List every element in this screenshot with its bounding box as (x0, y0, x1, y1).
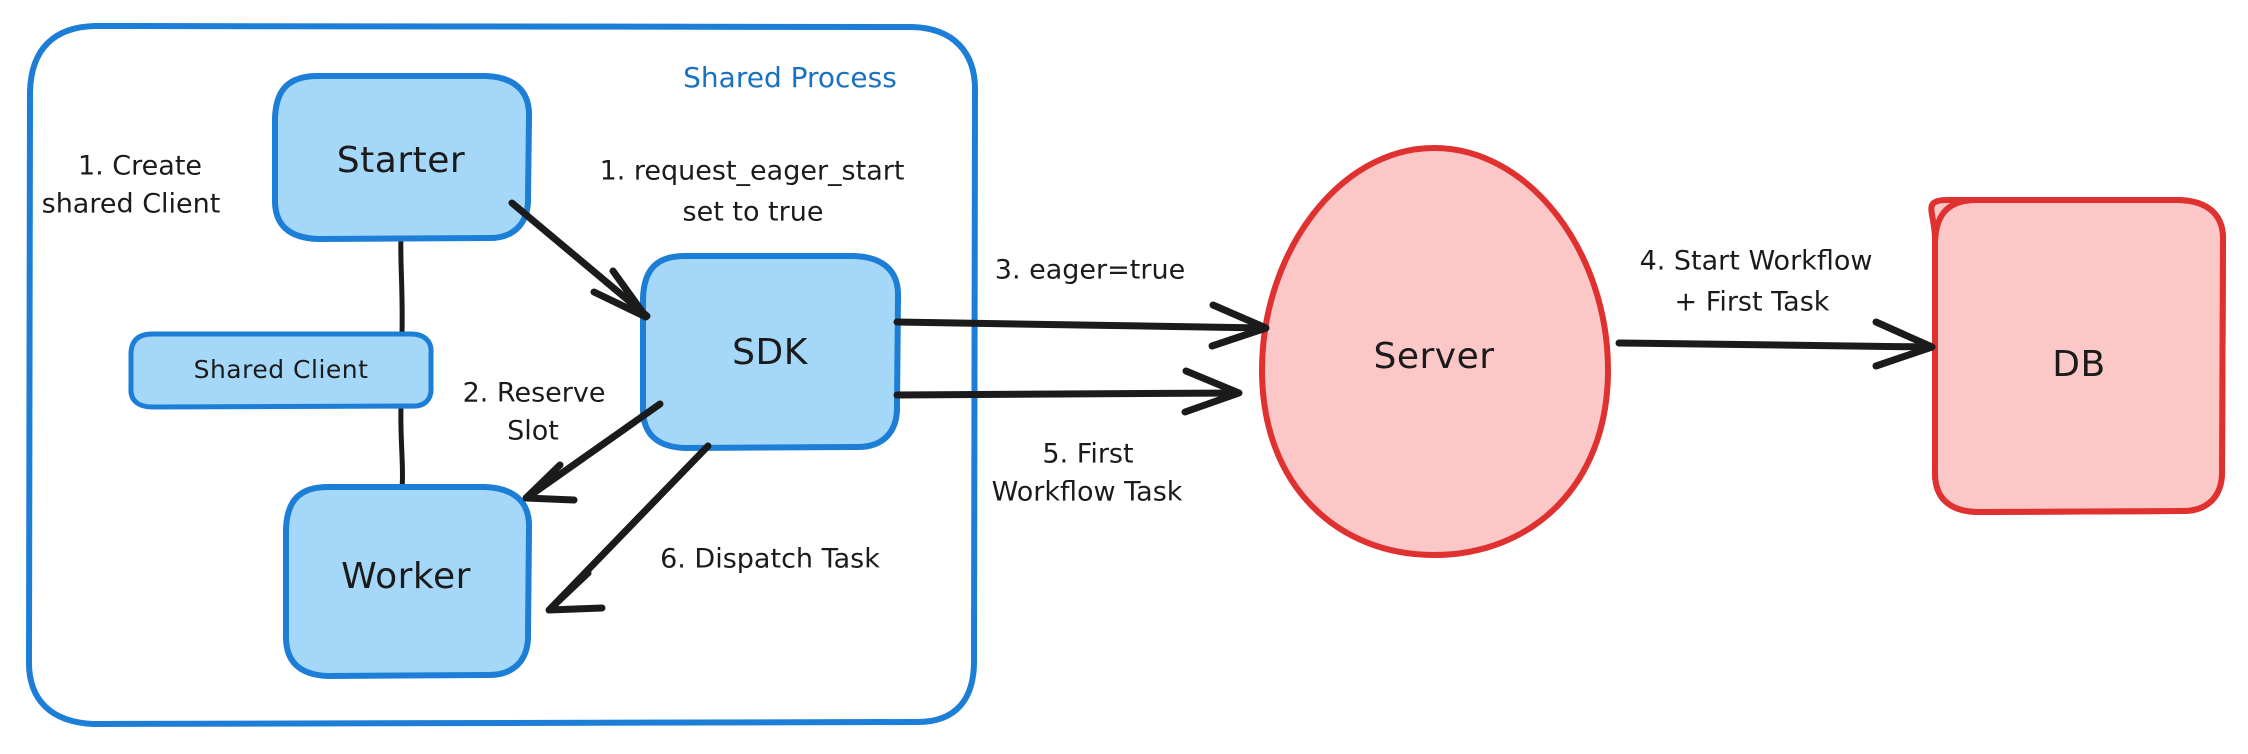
arrow-start-workflow-head (1872, 318, 1936, 370)
eager-true-label: 3. eager=true (995, 255, 1185, 286)
arrow-sdk-to-server-eager (893, 301, 1270, 350)
label-create-shared-client: 1. Create shared Client (42, 151, 221, 220)
node-db[interactable]: DB (1928, 197, 2227, 515)
node-worker[interactable]: Worker (282, 484, 533, 679)
shared-process-label: Shared Process (683, 61, 897, 94)
shared-process-container: Shared Process (25, 23, 979, 727)
label-request-eager-start: 1. request_eager_start set to true (600, 156, 905, 228)
start-workflow-line2: + First Task (1675, 287, 1830, 318)
arrow-server-to-db (1615, 318, 1936, 370)
starter-shared-client-connector (398, 234, 405, 337)
server-shape (1259, 145, 1611, 558)
node-starter[interactable]: Starter (271, 73, 533, 242)
sdk-label: SDK (732, 332, 809, 373)
worker-label: Worker (341, 556, 471, 597)
label-start-workflow: 4. Start Workflow + First Task (1640, 246, 1873, 318)
arrow-sdk-to-worker-reserve (522, 400, 664, 504)
db-label: DB (2052, 344, 2105, 385)
label-first-workflow-task: 5. First Workflow Task (992, 439, 1183, 508)
first-workflow-task-line1: 5. First (1042, 439, 1133, 470)
db-shape-fix (1931, 197, 2227, 515)
arrow-dispatch-task-head (545, 569, 606, 614)
first-workflow-task-line2: Workflow Task (992, 477, 1183, 508)
arrow-reserve-slot-line (524, 400, 664, 501)
shared-client-label: Shared Client (194, 355, 369, 384)
request-eager-start-line2: set to true (683, 197, 824, 228)
arrow-starter-to-sdk-head (590, 267, 650, 321)
arrow-first-workflow-task-line (893, 389, 1241, 399)
arrow-reserve-slot-head (522, 461, 578, 504)
arrow-starter-to-sdk (508, 199, 651, 321)
arrow-eager-true-line (893, 318, 1268, 332)
node-server[interactable]: Server (1259, 145, 1611, 558)
reserve-slot-line1: 2. Reserve (463, 378, 606, 409)
start-workflow-line1: 4. Start Workflow (1640, 246, 1873, 277)
arrow-first-workflow-task-head (1181, 367, 1243, 416)
arrow-starter-to-sdk-line (508, 199, 651, 320)
node-sdk[interactable]: SDK (639, 253, 902, 451)
worker-shape (282, 484, 533, 679)
starter-shape (271, 73, 533, 242)
server-label: Server (1373, 336, 1494, 377)
reserve-slot-line2: Slot (507, 416, 559, 447)
starter-label: Starter (337, 140, 465, 181)
shared-client-worker-connector (398, 403, 406, 490)
arrow-sdk-to-worker-dispatch (545, 442, 712, 614)
arrow-start-workflow-line (1615, 339, 1934, 351)
arrow-eager-true-head (1208, 301, 1270, 350)
arrow-sdk-to-server-first-task (893, 367, 1243, 416)
node-shared-client[interactable]: Shared Client (128, 331, 434, 410)
shared-process-border (25, 23, 979, 727)
create-shared-client-line1: 1. Create (78, 151, 202, 182)
sdk-shape (639, 253, 902, 451)
request-eager-start-line1: 1. request_eager_start (600, 156, 905, 187)
dispatch-task-label: 6. Dispatch Task (660, 544, 880, 575)
create-shared-client-line2: shared Client (42, 189, 221, 220)
shared-client-shape (128, 331, 434, 410)
label-reserve-slot: 2. Reserve Slot (463, 378, 606, 447)
